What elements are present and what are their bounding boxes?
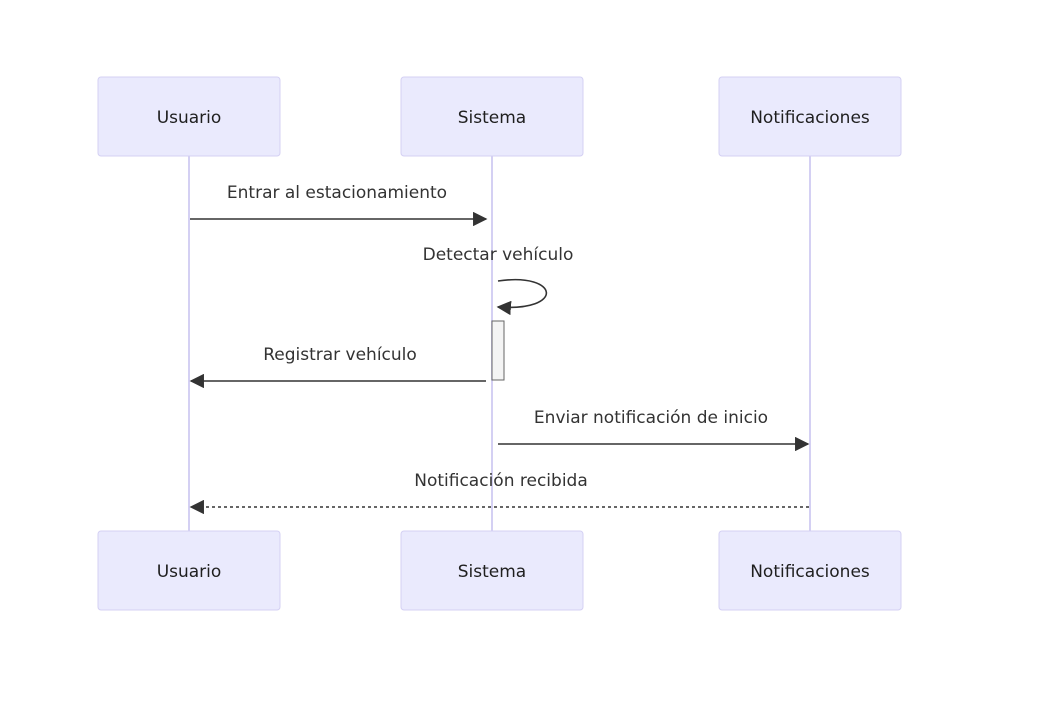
message-notificacion-recibida: Notificación recibida bbox=[189, 471, 809, 515]
activation-sistema bbox=[491, 320, 505, 381]
message-self-arrow bbox=[496, 278, 548, 316]
message-label: Registrar vehículo bbox=[263, 345, 417, 365]
actor-usuario-bottom: Usuario bbox=[97, 530, 281, 611]
actor-label: Sistema bbox=[458, 562, 526, 582]
message-registrar-vehiculo: Registrar vehículo bbox=[189, 345, 486, 389]
actor-label: Usuario bbox=[157, 562, 222, 582]
actor-label: Notificaciones bbox=[750, 108, 870, 128]
actor-notificaciones-bottom: Notificaciones bbox=[718, 530, 902, 611]
actor-sistema-top: Sistema bbox=[400, 76, 584, 157]
actor-notificaciones-top: Notificaciones bbox=[718, 76, 902, 157]
actor-label: Usuario bbox=[157, 108, 222, 128]
message-detectar-vehiculo: Detectar vehículo bbox=[423, 245, 574, 316]
actor-sistema-bottom: Sistema bbox=[400, 530, 584, 611]
actor-label: Sistema bbox=[458, 108, 526, 128]
message-enviar-notificacion: Enviar notificación de inicio bbox=[498, 408, 810, 452]
message-label: Entrar al estacionamiento bbox=[227, 183, 447, 203]
message-entrar-estacionamiento: Entrar al estacionamiento bbox=[190, 183, 488, 227]
message-label: Detectar vehículo bbox=[423, 245, 574, 265]
actor-label: Notificaciones bbox=[750, 562, 870, 582]
message-label: Enviar notificación de inicio bbox=[534, 408, 768, 428]
actor-usuario-top: Usuario bbox=[97, 76, 281, 157]
message-label: Notificación recibida bbox=[414, 471, 588, 491]
